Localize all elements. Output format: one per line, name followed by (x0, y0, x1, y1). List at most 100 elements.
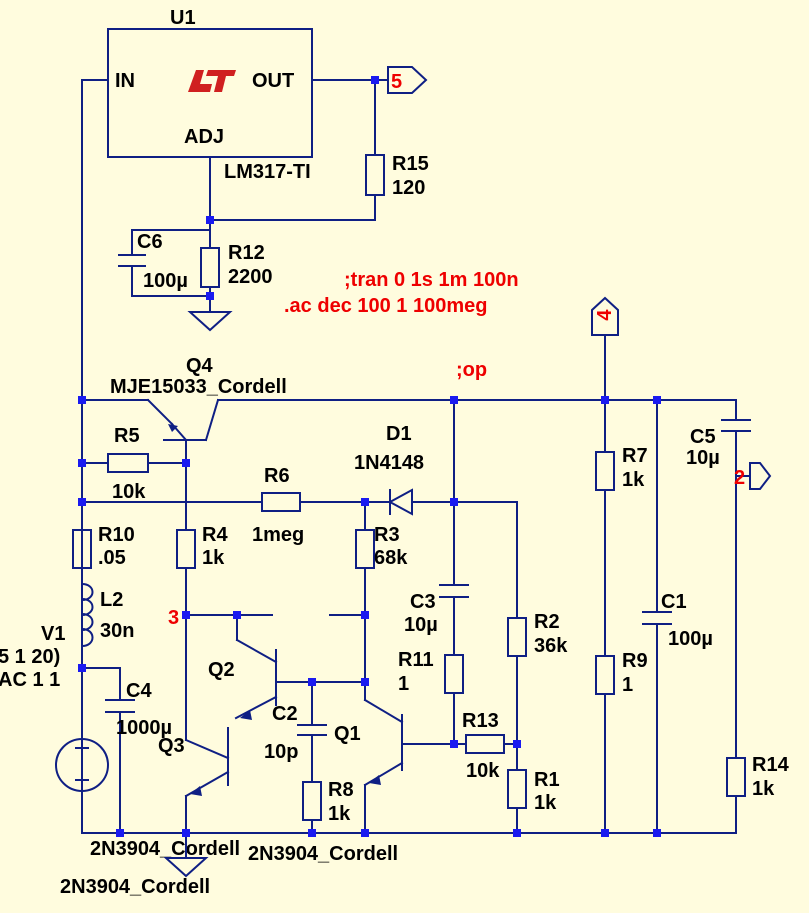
r6-ref: R6 (264, 465, 290, 487)
resistor-r4[interactable]: R4 1k (176, 524, 228, 569)
q2-ref: Q2 (208, 659, 235, 681)
resistor-r3[interactable]: R3 68k (355, 524, 408, 569)
resistor-r15[interactable]: R15 120 (365, 153, 429, 199)
r15-ref: R15 (392, 153, 429, 175)
inductor-l2[interactable]: L2 30n (80, 582, 134, 648)
c3-ref: C3 (410, 591, 436, 613)
l2-value: 30n (100, 620, 134, 642)
r13-ref: R13 (462, 710, 499, 732)
r3-ref: R3 (374, 524, 400, 546)
c2-ref: C2 (272, 703, 298, 725)
r12-value: 2200 (228, 266, 273, 288)
r8-ref: R8 (328, 779, 354, 801)
q4-ref: Q4 (186, 355, 214, 377)
r8-value: 1k (328, 803, 351, 825)
capacitor-c4[interactable]: C4 1000µ (105, 680, 172, 739)
r1-ref: R1 (534, 769, 560, 791)
resistor-r14[interactable]: R14 1k (726, 754, 790, 800)
transistor-q4[interactable]: Q4 MJE15033_Cordell (110, 355, 287, 453)
resistor-r10[interactable]: R10 .05 (72, 524, 135, 569)
q1-ref: Q1 (334, 723, 361, 745)
capacitor-c6[interactable]: C6 100µ (118, 231, 188, 292)
tran-directive[interactable]: ;tran 0 1s 1m 100n (344, 269, 519, 291)
resistor-r8[interactable]: R8 1k (302, 779, 354, 825)
r12-ref: R12 (228, 242, 265, 264)
u1-pin-in: IN (115, 70, 135, 92)
u1-ref: U1 (170, 7, 196, 29)
r4-value: 1k (202, 547, 225, 569)
r2-ref: R2 (534, 611, 560, 633)
lt-logo-icon (188, 70, 236, 92)
capacitor-c3[interactable]: C3 10µ (404, 584, 469, 636)
r2-value: 36k (534, 635, 568, 657)
r9-value: 1 (622, 674, 633, 696)
r7-value: 1k (622, 469, 645, 491)
c6-value: 100µ (143, 270, 188, 292)
u1-value: LM317-TI (224, 161, 311, 183)
c2-value: 10p (264, 741, 298, 763)
u1-pin-adj: ADJ (184, 126, 224, 148)
transistor-q1[interactable]: Q1 2N3904_Cordell (248, 714, 403, 865)
capacitor-c5[interactable]: C5 10µ (686, 419, 751, 469)
c5-value: 10µ (686, 447, 720, 469)
resistor-r9[interactable]: R9 1 (595, 650, 648, 696)
resistor-r12[interactable]: R12 2200 (200, 242, 273, 288)
transistor-q3[interactable]: Q3 2N3904_Cordell (90, 729, 240, 860)
r15-value: 120 (392, 177, 425, 199)
c4-ref: C4 (126, 680, 152, 702)
r3-value: 68k (374, 547, 408, 569)
r1-value: 1k (534, 792, 557, 814)
r9-ref: R9 (622, 650, 648, 672)
r13-value: 10k (466, 760, 500, 782)
net-label-4[interactable]: 4 (591, 296, 619, 336)
c5-ref: C5 (690, 426, 716, 448)
resistor-r2[interactable]: R2 36k (507, 611, 568, 657)
op-directive[interactable]: ;op (456, 359, 487, 381)
resistor-r11[interactable]: R11 1 (398, 649, 464, 695)
resistor-r6[interactable]: R6 1meg (252, 465, 304, 546)
q1-model: 2N3904_Cordell (248, 843, 398, 865)
net-2-text: 2 (734, 467, 745, 489)
net-label-2[interactable]: 2 (734, 462, 772, 490)
net-4-text: 4 (594, 309, 616, 321)
r7-ref: R7 (622, 445, 648, 467)
l2-ref: L2 (100, 589, 123, 611)
net-5-text: 5 (391, 71, 402, 93)
diode-d1[interactable]: D1 1N4148 (354, 423, 424, 516)
q2-model: 2N3904_Cordell (60, 876, 210, 898)
r10-value: .05 (98, 547, 126, 569)
ac-directive[interactable]: .ac dec 100 1 100meg (284, 295, 487, 317)
voltage-source-v1[interactable]: V1 5 1 20) AC 1 1 (0, 623, 109, 792)
capacitor-c2[interactable]: C2 10p (264, 703, 327, 763)
d1-ref: D1 (386, 423, 412, 445)
v1-ref: V1 (41, 623, 65, 645)
resistor-r1[interactable]: R1 1k (507, 769, 560, 814)
r11-value: 1 (398, 673, 409, 695)
v1-value-line2: AC 1 1 (0, 669, 60, 691)
r6-value: 1meg (252, 524, 304, 546)
c4-value: 1000µ (116, 717, 172, 739)
q4-model: MJE15033_Cordell (110, 376, 287, 398)
r4-ref: R4 (202, 524, 228, 546)
r5-value: 10k (112, 481, 146, 503)
r5-ref: R5 (114, 425, 140, 447)
r14-ref: R14 (752, 754, 790, 776)
ground-symbol-icon (187, 311, 233, 332)
q3-ref: Q3 (158, 735, 185, 757)
r11-ref: R11 (398, 649, 434, 671)
net-3-text: 3 (168, 607, 179, 629)
transistor-q2[interactable]: Q2 (208, 649, 277, 720)
c1-ref: C1 (661, 591, 687, 613)
net-label-5[interactable]: 5 (387, 66, 428, 94)
c3-value: 10µ (404, 614, 438, 636)
c6-ref: C6 (137, 231, 163, 253)
d1-value: 1N4148 (354, 452, 424, 474)
resistor-r5[interactable]: R5 10k (107, 425, 149, 503)
resistor-r13[interactable]: R13 10k (462, 710, 505, 782)
u1-pin-out: OUT (252, 70, 294, 92)
junctions (78, 76, 661, 837)
resistor-r7[interactable]: R7 1k (595, 445, 648, 491)
c1-value: 100µ (668, 628, 713, 650)
capacitor-c1[interactable]: C1 100µ (642, 591, 713, 650)
